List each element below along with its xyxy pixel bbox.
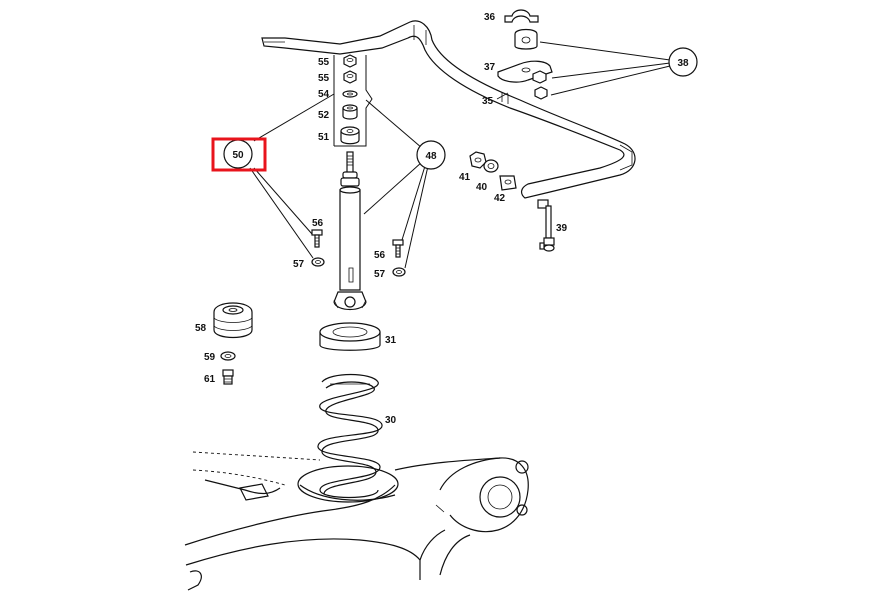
bracket-nut-upper <box>532 70 547 84</box>
stabilizer-bar <box>261 20 636 199</box>
label-41[interactable]: 41 <box>459 172 471 183</box>
lower-control-arm <box>184 451 529 591</box>
stabilizer-bushing <box>514 28 538 50</box>
shock-absorber <box>333 151 367 311</box>
label-55-lower[interactable]: 55 <box>318 73 330 84</box>
bolt-right <box>392 239 404 258</box>
selection-highlight <box>211 137 267 172</box>
label-52[interactable]: 52 <box>318 110 330 121</box>
bump-stop-washer <box>220 351 236 361</box>
stabilizer-link <box>537 199 555 252</box>
callout-48-label: 48 <box>425 151 437 162</box>
label-59[interactable]: 59 <box>204 352 216 363</box>
label-56-right[interactable]: 56 <box>374 250 386 261</box>
washer-left <box>311 257 325 267</box>
link-bushing <box>483 159 499 173</box>
coil-spring <box>297 373 399 503</box>
bracket-nut-lower <box>534 86 548 100</box>
label-55-upper[interactable]: 55 <box>318 57 330 68</box>
label-56-left[interactable]: 56 <box>312 218 324 229</box>
bump-stop-bolt <box>222 369 234 385</box>
callout-50[interactable]: 50 <box>223 139 253 169</box>
bolt-left <box>311 229 323 248</box>
label-42[interactable]: 42 <box>494 193 506 204</box>
callout-38[interactable]: 38 <box>668 47 698 77</box>
label-57-left[interactable]: 57 <box>293 259 305 270</box>
callout-50-label: 50 <box>232 150 244 161</box>
washer-right <box>392 267 406 277</box>
bump-stop <box>213 302 253 339</box>
label-40[interactable]: 40 <box>476 182 488 193</box>
label-58[interactable]: 58 <box>195 323 207 334</box>
leader-lines <box>249 41 671 269</box>
label-51[interactable]: 51 <box>318 132 330 143</box>
part-labels: 55 55 54 52 51 56 57 56 57 58 59 61 31 3… <box>195 12 568 426</box>
label-54[interactable]: 54 <box>318 89 330 100</box>
label-30[interactable]: 30 <box>385 415 397 426</box>
label-57-right[interactable]: 57 <box>374 269 386 280</box>
callout-38-label: 38 <box>677 58 689 69</box>
label-39[interactable]: 39 <box>556 223 568 234</box>
bracket <box>497 60 553 83</box>
callout-48[interactable]: 48 <box>416 140 446 170</box>
link-washer <box>499 175 517 191</box>
label-35[interactable]: 35 <box>482 96 494 107</box>
label-37[interactable]: 37 <box>484 62 496 73</box>
shock-mount-stack <box>333 54 373 147</box>
label-61[interactable]: 61 <box>204 374 216 385</box>
clamp <box>504 9 539 23</box>
spring-pad <box>319 322 381 351</box>
label-31[interactable]: 31 <box>385 335 397 346</box>
label-36[interactable]: 36 <box>484 12 496 23</box>
